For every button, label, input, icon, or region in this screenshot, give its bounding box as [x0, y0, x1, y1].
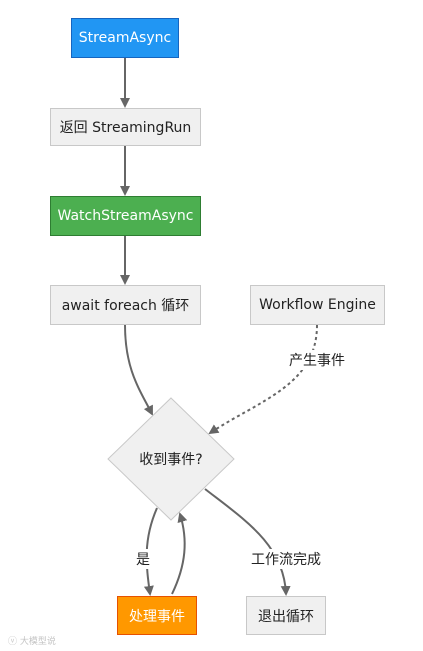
edge-decision-to-exit: [204, 488, 291, 596]
node-stream-async: StreamAsync: [71, 18, 179, 58]
edge-engine-to-decision: [208, 324, 318, 435]
node-exit-loop: 退出循环: [246, 596, 326, 635]
watermark: ⓥ 大模型说: [8, 637, 56, 647]
node-return-streaming-run: 返回 StreamingRun: [50, 108, 201, 146]
decision-label: 收到事件?: [139, 452, 203, 468]
edge-handle-to-decision: [171, 512, 188, 595]
edge-label-produce-event: 产生事件: [287, 350, 347, 370]
node-watch-stream-async: WatchStreamAsync: [50, 196, 201, 236]
node-handle-event: 处理事件: [117, 596, 197, 635]
edge-label-workflow-done: 工作流完成: [249, 549, 323, 569]
node-workflow-engine: Workflow Engine: [250, 285, 385, 325]
edge-label-yes: 是: [134, 549, 152, 569]
decision-diamond: [107, 397, 235, 521]
edge-foreach-to-decision: [124, 324, 153, 416]
node-await-foreach: await foreach 循环: [50, 285, 201, 325]
